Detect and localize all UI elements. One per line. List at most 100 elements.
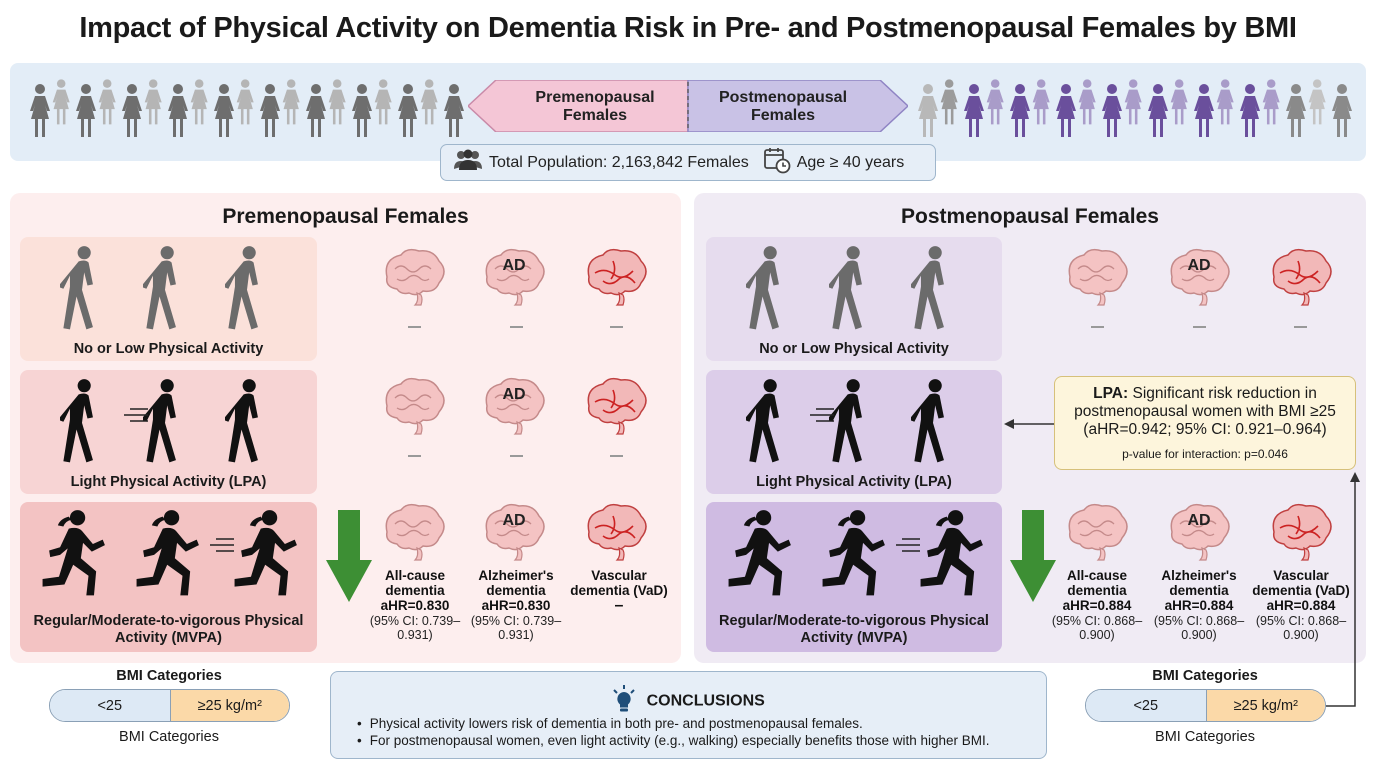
pre-crowd-illustration	[28, 72, 464, 142]
pre-label: Premenopausal Females	[535, 89, 655, 124]
brain-alzheimers-icon: AD	[481, 247, 547, 312]
woman-figure-icon	[190, 79, 208, 125]
post-all-cause-result: All-cause dementia aHR=0.884 (95% CI: 0.…	[1051, 568, 1143, 642]
woman-figure-icon	[918, 84, 938, 137]
pre-vascular-result: Vascular dementia (VaD) –	[570, 568, 668, 614]
brain-vascular-icon	[583, 502, 649, 567]
brain-vascular-icon	[1268, 502, 1334, 567]
woman-figure-icon	[260, 84, 280, 137]
bmi-legend-title: BMI Categories	[1152, 668, 1258, 684]
woman-figure-icon	[1148, 84, 1168, 137]
no-effect-dash	[1294, 326, 1307, 328]
no-effect-dash	[1091, 326, 1104, 328]
woman-figure-icon	[374, 79, 392, 125]
brain-all-cause-icon	[1064, 502, 1130, 567]
bmi-legend-subtitle: BMI Categories	[1155, 729, 1255, 745]
woman-figure-icon	[1056, 84, 1076, 137]
bmi-legend-bar: <25 ≥25 kg/m²	[1085, 689, 1326, 722]
brain-alzheimers-icon: AD	[1166, 247, 1232, 312]
menopause-status-arrow: Premenopausal Females Postmenopausal Fem…	[466, 79, 910, 133]
woman-figure-icon	[52, 79, 70, 125]
population-info-bar: Total Population: 2,163,842 Females Age …	[440, 144, 936, 181]
brain-alzheimers-icon: AD	[1166, 502, 1232, 567]
conclusions-list: Physical activity lowers risk of dementi…	[357, 715, 990, 749]
bmi-low-category: <25	[50, 690, 170, 721]
woman-figure-icon	[420, 79, 438, 125]
woman-figure-icon	[1124, 79, 1142, 125]
page-title: Impact of Physical Activity on Dementia …	[79, 12, 1297, 44]
woman-figure-icon	[398, 84, 418, 137]
p-value-text: p-value for interaction: p=0.046	[1122, 447, 1288, 461]
post-label: Postmenopausal Females	[718, 89, 848, 124]
pre-row-light-activity: Light Physical Activity (LPA)	[20, 370, 317, 494]
woman-figure-icon	[30, 84, 50, 137]
brain-alzheimers-icon: AD	[481, 376, 547, 441]
brain-vascular-icon	[1268, 247, 1334, 312]
woman-figure-icon	[1332, 84, 1352, 137]
post-row-mvpa: Regular/Moderate-to-vigorous Physical Ac…	[706, 502, 1002, 652]
conclusions-box: CONCLUSIONS Physical activity lowers ris…	[330, 671, 1047, 759]
woman-figure-icon	[1308, 79, 1326, 125]
bmi-high-category: ≥25 kg/m²	[1205, 690, 1325, 721]
bmi-legend-title: BMI Categories	[116, 668, 222, 684]
woman-figure-icon	[144, 79, 162, 125]
brain-vascular-icon	[583, 376, 649, 441]
woman-figure-icon	[214, 84, 234, 137]
no-effect-dash	[408, 455, 421, 457]
woman-figure-icon	[1240, 84, 1260, 137]
pre-all-cause-result: All-cause dementia aHR=0.830 (95% CI: 0.…	[369, 568, 461, 642]
no-effect-dash	[1193, 326, 1206, 328]
premenopausal-panel-title: Premenopausal Females	[222, 205, 469, 228]
people-group-icon	[453, 149, 483, 176]
no-effect-dash	[408, 326, 421, 328]
woman-figure-icon	[98, 79, 116, 125]
postmenopausal-panel-title: Postmenopausal Females	[901, 205, 1159, 228]
woman-figure-icon	[964, 84, 984, 137]
population-text: Total Population: 2,163,842 Females	[489, 153, 749, 171]
woman-figure-icon	[328, 79, 346, 125]
post-alzheimers-result: Alzheimer's dementia aHR=0.884 (95% CI: …	[1153, 568, 1245, 642]
woman-figure-icon	[444, 84, 464, 137]
woman-figure-icon	[282, 79, 300, 125]
woman-figure-icon	[76, 84, 96, 137]
woman-figure-icon	[306, 84, 326, 137]
woman-figure-icon	[1216, 79, 1234, 125]
brain-alzheimers-icon: AD	[481, 502, 547, 567]
brain-vascular-icon	[583, 247, 649, 312]
conclusion-item: Physical activity lowers risk of dementi…	[357, 715, 990, 732]
brain-all-cause-icon	[381, 376, 447, 441]
risk-decrease-arrow-icon	[1010, 510, 1056, 607]
pre-row-low-activity: No or Low Physical Activity	[20, 237, 317, 361]
brain-all-cause-icon	[381, 502, 447, 567]
woman-figure-icon	[1262, 79, 1280, 125]
conclusion-item: For postmenopausal women, even light act…	[357, 732, 990, 749]
lpa-finding-callout: LPA: Significant risk reduction in postm…	[1054, 376, 1356, 470]
woman-figure-icon	[236, 79, 254, 125]
woman-figure-icon	[1032, 79, 1050, 125]
pre-row-mvpa: Regular/Moderate-to-vigorous Physical Ac…	[20, 502, 317, 652]
lightbulb-icon	[612, 685, 636, 718]
bmi-high-category: ≥25 kg/m²	[169, 690, 289, 721]
woman-figure-icon	[1286, 84, 1306, 137]
post-vascular-result: Vascular dementia (VaD) aHR=0.884 (95% C…	[1252, 568, 1350, 642]
risk-decrease-arrow-icon	[326, 510, 372, 607]
bmi-low-category: <25	[1086, 690, 1206, 721]
woman-figure-icon	[1194, 84, 1214, 137]
bmi-legend-subtitle: BMI Categories	[119, 729, 219, 745]
woman-figure-icon	[1102, 84, 1122, 137]
post-crowd-illustration	[916, 72, 1356, 142]
woman-figure-icon	[986, 79, 1004, 125]
woman-figure-icon	[940, 79, 958, 125]
woman-figure-icon	[168, 84, 188, 137]
woman-figure-icon	[122, 84, 142, 137]
brain-all-cause-icon	[381, 247, 447, 312]
woman-figure-icon	[1010, 84, 1030, 137]
no-effect-dash	[610, 455, 623, 457]
no-effect-dash	[510, 455, 523, 457]
age-text: Age ≥ 40 years	[796, 153, 905, 171]
calendar-clock-icon	[763, 146, 791, 179]
conclusions-title: CONCLUSIONS	[646, 692, 765, 710]
woman-figure-icon	[1170, 79, 1188, 125]
bmi-legend-bar: <25 ≥25 kg/m²	[49, 689, 290, 722]
woman-figure-icon	[352, 84, 372, 137]
